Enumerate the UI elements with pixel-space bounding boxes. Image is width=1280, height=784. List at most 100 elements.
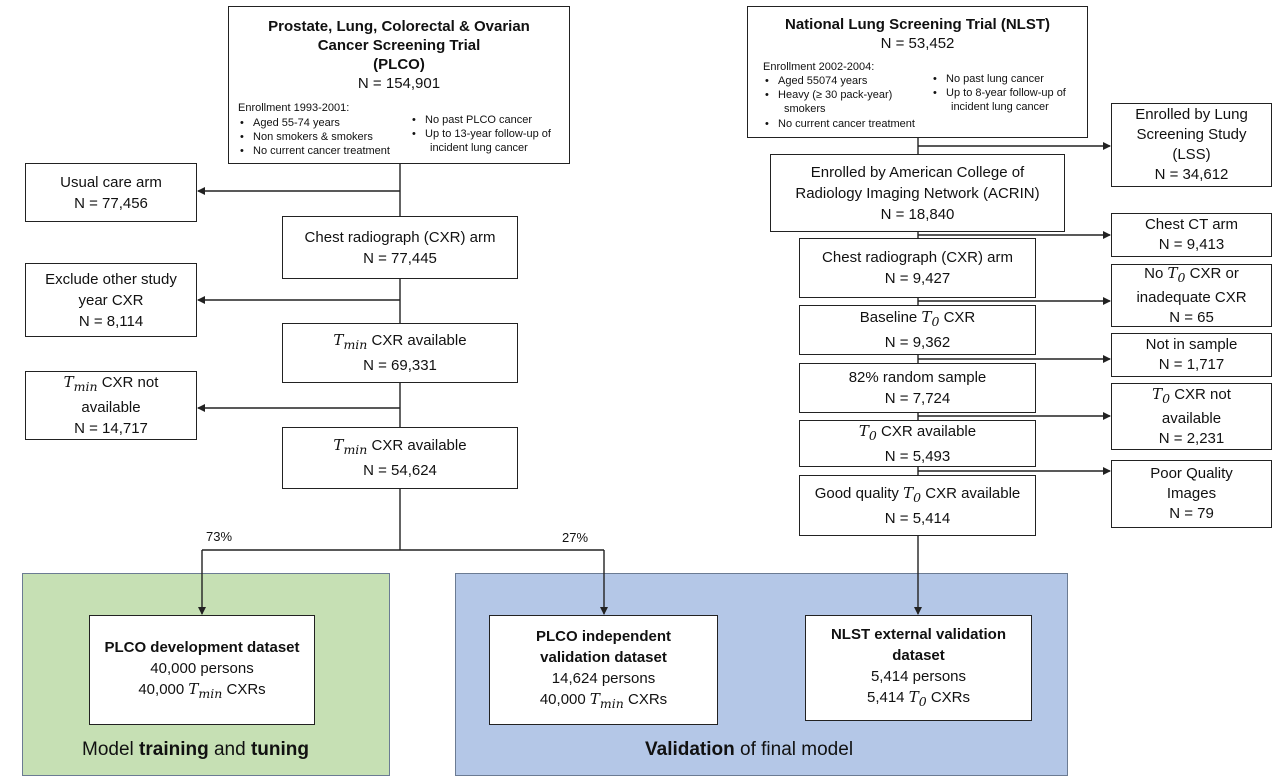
nlst-enrollment: Enrollment 2002-2004: (763, 61, 875, 73)
training-panel-label: Model training and tuning (82, 739, 309, 760)
random-sample-box: 82% random sample N = 7,724 (799, 363, 1036, 413)
ct-arm-label: Chest CT arm (1144, 216, 1239, 233)
nlst-criterion-4: • No past lung cancer (933, 73, 1044, 85)
not-in-sample-box: Not in sample N = 1,717 (1111, 333, 1272, 377)
tmin-available-2-label: Tmin CXR available (333, 436, 467, 457)
plco-independent-title-1: PLCO independent (536, 628, 671, 645)
exclude-label-2: year CXR (78, 291, 144, 309)
nlst-n: N = 53,452 (880, 35, 955, 52)
not-in-sample-n: N = 1,717 (1158, 356, 1225, 373)
nlst-criterion-3: • No current cancer treatment (765, 118, 915, 130)
plco-development-cxrs: 40,000 Tmin CXRs (138, 679, 266, 701)
lss-label-2: Screening Study (1136, 126, 1247, 143)
tmin-not-available-box: Tmin CXR not available N = 14,717 (25, 371, 197, 440)
lss-n: N = 34,612 (1154, 166, 1229, 183)
validation-percent: 27% (562, 530, 589, 545)
nlst-criterion-1: • Aged 55074 years (765, 75, 868, 87)
plco-trial-box: Prostate, Lung, Colorectal & Ovarian Can… (228, 6, 570, 164)
no-t0-label-2: inadequate CXR (1136, 289, 1247, 306)
plco-criterion-4: • No past PLCO cancer (412, 114, 533, 126)
t0-not-n: N = 2,231 (1158, 430, 1225, 447)
good-quality-box: Good quality T0 CXR available N = 5,414 (799, 475, 1036, 536)
not-in-sample-label: Not in sample (1145, 336, 1238, 353)
lss-label-1: Enrolled by Lung (1135, 106, 1248, 123)
plco-cxr-arm-label: Chest radiograph (CXR) arm (304, 228, 496, 246)
nlst-criterion-2b: smokers (784, 103, 826, 115)
random-sample-n: N = 7,724 (884, 390, 951, 407)
t0-not-label-2: available (1161, 410, 1222, 427)
plco-independent-title-2: validation dataset (540, 649, 667, 666)
nlst-criterion-2: • Heavy (≥ 30 pack-year) (765, 89, 893, 101)
exclude-n: N = 8,114 (78, 312, 144, 330)
plco-independent-cxrs: 40,000 Tmin CXRs (539, 690, 668, 711)
good-quality-label: Good quality T0 CXR available (814, 483, 1021, 505)
plco-development-persons: 40,000 persons (150, 659, 254, 677)
random-sample-label: 82% random sample (848, 369, 987, 386)
acrin-box: Enrolled by American College of Radiolog… (770, 154, 1065, 232)
good-quality-n: N = 5,414 (884, 509, 951, 527)
nlst-title: National Lung Screening Trial (NLST) (784, 16, 1051, 33)
plco-independent-box: PLCO independent validation dataset 14,6… (489, 615, 718, 725)
nlst-cxr-arm-label: Chest radiograph (CXR) arm (822, 249, 1013, 266)
plco-development-title: PLCO development dataset (104, 638, 300, 656)
plco-independent-persons: 14,624 persons (551, 670, 656, 687)
baseline-box: Baseline T0 CXR N = 9,362 (799, 305, 1036, 355)
t0-not-available-box: T0 CXR not available N = 2,231 (1111, 383, 1272, 450)
plco-criterion-3: • No current cancer treatment (240, 145, 390, 157)
tmin-available-1-label: Tmin CXR available (333, 331, 467, 352)
plco-cxr-arm-n: N = 77,445 (363, 249, 437, 267)
nlst-criterion-6: incident lung cancer (951, 101, 1049, 113)
train-percent: 73% (206, 529, 233, 544)
tmin-available-box-1: Tmin CXR available N = 69,331 (282, 323, 518, 383)
nlst-external-title-2: dataset (892, 647, 945, 664)
nlst-external-title-1: NLST external validation (830, 626, 1007, 643)
nlst-external-box: NLST external validation dataset 5,414 p… (805, 615, 1032, 721)
nlst-external-cxrs: 5,414 T0 CXRs (866, 688, 971, 709)
acrin-n: N = 18,840 (880, 205, 955, 223)
poor-quality-n: N = 79 (1169, 505, 1214, 522)
acrin-label-1: Enrolled by American College of (810, 163, 1025, 181)
usual-care-box: Usual care arm N = 77,456 (25, 163, 197, 222)
exclude-label-1: Exclude other study (45, 270, 177, 288)
nlst-cxr-arm-n: N = 9,427 (884, 270, 951, 287)
nlst-trial-box: National Lung Screening Trial (NLST) N =… (747, 6, 1088, 138)
usual-care-n: N = 77,456 (74, 194, 148, 212)
tmin-not-label-1: Tmin CXR not (63, 373, 159, 394)
tmin-not-label-2: available (81, 399, 141, 416)
t0-available-n: N = 5,493 (884, 447, 951, 465)
t0-available-label: T0 CXR available (858, 421, 977, 443)
lss-box: Enrolled by Lung Screening Study (LSS) N… (1111, 103, 1272, 187)
plco-title-line3: (PLCO) (373, 56, 425, 73)
plco-title-line2: Cancer Screening Trial (317, 37, 481, 54)
tmin-available-2-n: N = 54,624 (363, 462, 437, 479)
poor-quality-box: Poor Quality Images N = 79 (1111, 460, 1272, 528)
baseline-label: Baseline T0 CXR (859, 308, 976, 329)
no-t0-box: No T0 CXR or inadequate CXR N = 65 (1111, 264, 1272, 327)
poor-quality-label-1: Poor Quality (1150, 465, 1233, 482)
plco-title-line1: Prostate, Lung, Colorectal & Ovarian (268, 18, 530, 35)
t0-not-label-1: T0 CXR not (1152, 385, 1231, 406)
tmin-not-n: N = 14,717 (74, 420, 148, 437)
lss-label-3: (LSS) (1172, 146, 1211, 163)
ct-arm-box: Chest CT arm N = 9,413 (1111, 213, 1272, 257)
t0-available-box: T0 CXR available N = 5,493 (799, 420, 1036, 467)
plco-cxr-arm-box: Chest radiograph (CXR) arm N = 77,445 (282, 216, 518, 279)
validation-panel-label: Validation of final model (645, 739, 854, 760)
acrin-label-2: Radiology Imaging Network (ACRIN) (795, 184, 1040, 202)
nlst-cxr-arm-box: Chest radiograph (CXR) arm N = 9,427 (799, 238, 1036, 298)
plco-criterion-2: • Non smokers & smokers (240, 131, 373, 143)
tmin-available-box-2: Tmin CXR available N = 54,624 (282, 427, 518, 489)
ct-arm-n: N = 9,413 (1158, 236, 1225, 253)
plco-development-box: PLCO development dataset 40,000 persons … (89, 615, 315, 725)
usual-care-label: Usual care arm (60, 173, 162, 191)
tmin-available-1-n: N = 69,331 (363, 357, 437, 374)
nlst-criterion-5: • Up to 8-year follow-up of (933, 87, 1066, 99)
baseline-n: N = 9,362 (884, 334, 951, 351)
plco-criterion-5: • Up to 13-year follow-up of (412, 128, 551, 140)
no-t0-n: N = 65 (1169, 309, 1214, 326)
plco-criterion-1: • Aged 55-74 years (240, 117, 340, 129)
plco-n: N = 154,901 (357, 75, 441, 92)
exclude-box: Exclude other study year CXR N = 8,114 (25, 263, 197, 337)
plco-criterion-6: incident lung cancer (430, 142, 528, 154)
